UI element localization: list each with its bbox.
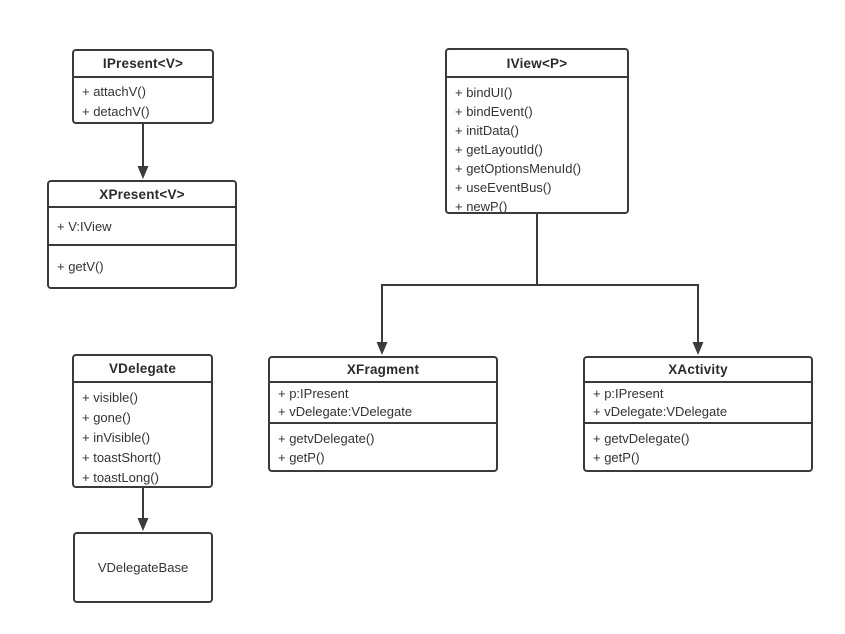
class-xpresent-fields: + V:IView [49,208,235,244]
class-vdelegatebase: VDelegateBase [73,532,213,603]
class-iview: IView<P> + bindUI() + bindEvent() + init… [445,48,629,214]
method-item: + getV() [57,259,104,274]
method-item: + getP() [593,450,640,465]
inheritance-arrow-vdelegate-to-vdelegatebase [137,488,149,531]
class-xactivity-methods: + getvDelegate() + getP() [585,422,811,468]
class-ipresent: IPresent<V> + attachV() + detachV() [72,49,214,124]
inheritance-arrow-iview-to-children [376,214,704,355]
field-item: + vDelegate:VDelegate [593,404,728,419]
method-item: + toastShort() [82,450,162,465]
method-item: + getOptionsMenuId() [455,161,582,176]
method-item: + getLayoutId() [455,142,543,157]
method-item: + initData() [455,123,519,138]
method-item: + useEventBus() [455,180,552,195]
method-item: + toastLong() [82,470,159,485]
class-vdelegate-methods: + visible() + gone() + inVisible() + toa… [74,383,211,486]
method-item: + gone() [82,410,131,425]
inheritance-arrow-ipresent-to-xpresent [137,124,149,179]
class-ipresent-title: IPresent<V> [74,51,212,78]
class-vdelegate-title: VDelegate [74,356,211,383]
class-xpresent-methods: + getV() [49,244,235,287]
class-vdelegate: VDelegate + visible() + gone() + inVisib… [72,354,213,488]
method-item: + detachV() [82,104,150,119]
class-xfragment: XFragment + p:IPresent + vDelegate:VDele… [268,356,498,472]
class-xactivity-fields: + p:IPresent + vDelegate:VDelegate [585,383,811,422]
method-item: + getvDelegate() [278,431,375,446]
field-item: + vDelegate:VDelegate [278,404,413,419]
field-item: + p:IPresent [593,386,664,401]
method-item: + inVisible() [82,430,151,445]
class-xactivity: XActivity + p:IPresent + vDelegate:VDele… [583,356,813,472]
class-xpresent: XPresent<V> + V:IView + getV() [47,180,237,289]
method-item: + getP() [278,450,325,465]
class-iview-title: IView<P> [447,50,627,78]
class-ipresent-methods: + attachV() + detachV() [74,78,212,120]
method-item: + getvDelegate() [593,431,690,446]
method-item: + attachV() [82,84,146,99]
field-item: + V:IView [57,218,112,234]
class-iview-methods: + bindUI() + bindEvent() + initData() + … [447,78,627,212]
method-item: + bindEvent() [455,104,533,119]
method-item: + visible() [82,390,138,405]
class-xfragment-methods: + getvDelegate() + getP() [270,422,496,468]
class-xpresent-title: XPresent<V> [49,182,235,208]
class-vdelegatebase-title: VDelegateBase [97,560,189,575]
class-xactivity-title: XActivity [585,358,811,383]
field-item: + p:IPresent [278,386,349,401]
class-xfragment-fields: + p:IPresent + vDelegate:VDelegate [270,383,496,422]
class-xfragment-title: XFragment [270,358,496,383]
method-item: + bindUI() [455,85,513,100]
method-item: + newP() [455,199,508,212]
